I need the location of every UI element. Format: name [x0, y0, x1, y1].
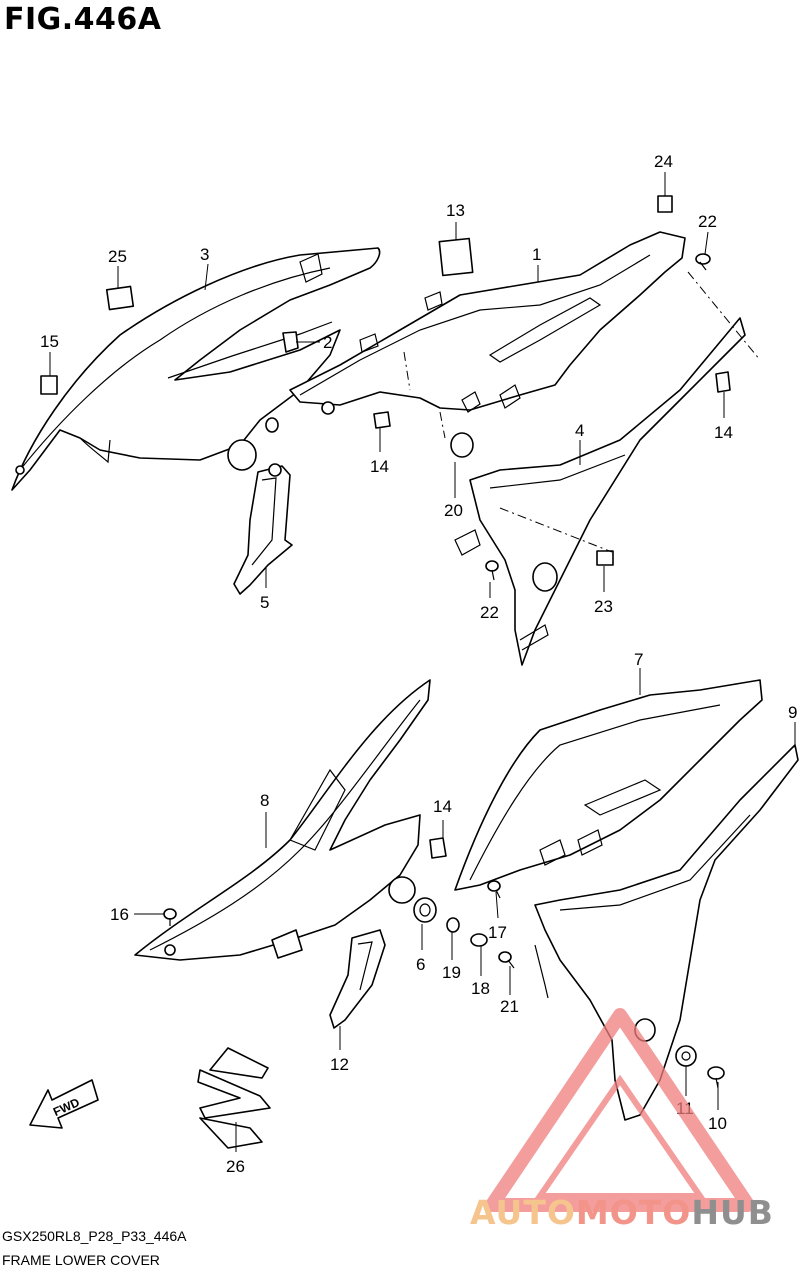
- callout-8: 8: [260, 791, 269, 810]
- watermark-hub: HUB: [691, 1193, 774, 1232]
- callout-17: 17: [488, 923, 507, 942]
- callout-20: 20: [444, 501, 463, 520]
- part-24-pad: [657, 195, 673, 213]
- part-21-screw: [498, 951, 515, 969]
- callout-14c: 14: [433, 797, 452, 816]
- watermark-auto: AUTO: [470, 1193, 576, 1232]
- part-2-clip: [282, 331, 299, 353]
- watermark-logo-icon: [485, 1008, 755, 1212]
- part-14-clip-b: [715, 371, 731, 393]
- part-22-screw-a: [695, 253, 711, 271]
- callout-9: 9: [788, 703, 797, 722]
- callout-labels: 1 2 3 4 5 6 7 8 9 10 11 12 13 14 14 14 1…: [40, 152, 797, 1176]
- part-22-screw-b: [485, 560, 499, 581]
- part-23-pad: [596, 550, 614, 566]
- callout-3: 3: [200, 245, 209, 264]
- figure-title: FIG.446A: [4, 2, 162, 37]
- callout-6: 6: [416, 955, 425, 974]
- callout-25: 25: [108, 247, 127, 266]
- callout-2: 2: [323, 333, 332, 352]
- part-4-inner-cover: [454, 317, 746, 666]
- figure-code: GSX250RL8_P28_P33_446A: [2, 1228, 187, 1244]
- part-14-clip-c: [429, 837, 447, 859]
- callout-22a: 22: [698, 212, 717, 231]
- callout-1: 1: [532, 245, 541, 264]
- part-14-clip-a: [373, 411, 391, 429]
- callout-15: 15: [40, 332, 59, 351]
- fwd-arrow-icon: FWD: [29, 1079, 99, 1129]
- leader-lines: [49, 172, 796, 1152]
- part-26-emblem: [197, 1047, 271, 1149]
- part-19-collar: [446, 917, 460, 933]
- part-8-lower-cover: [134, 679, 431, 961]
- callout-21: 21: [500, 997, 519, 1016]
- callout-18: 18: [471, 979, 490, 998]
- callout-12: 12: [330, 1055, 349, 1074]
- part-1-rail-cover: [289, 231, 686, 458]
- part-16-screw: [163, 908, 177, 926]
- part-17-screw: [487, 880, 501, 899]
- part-5-bracket: [233, 463, 293, 595]
- callout-24: 24: [654, 152, 673, 171]
- callout-4: 4: [575, 421, 584, 440]
- part-11-grommet: [675, 1045, 697, 1067]
- callout-5: 5: [260, 593, 269, 612]
- part-10-screw: [707, 1066, 725, 1089]
- part-15-pad: [40, 375, 58, 395]
- callout-7: 7: [634, 650, 643, 669]
- figure-subtitle: FRAME LOWER COVER: [2, 1252, 160, 1268]
- callout-13: 13: [446, 201, 465, 220]
- callout-23: 23: [594, 597, 613, 616]
- watermark-moto: MOTO: [575, 1193, 692, 1232]
- part-7-lower-cover: [454, 679, 763, 891]
- part-9-lower-cover: [534, 744, 799, 1121]
- callout-14b: 14: [714, 423, 733, 442]
- part-12-bracket: [329, 929, 386, 1029]
- part-25-pad: [105, 285, 135, 311]
- part-18-washer: [470, 933, 488, 947]
- callout-26: 26: [226, 1157, 245, 1176]
- callout-16: 16: [110, 905, 129, 924]
- callout-22b: 22: [480, 603, 499, 622]
- part-6-grommet: [413, 897, 437, 923]
- part-13-pad: [438, 237, 474, 277]
- callout-10: 10: [708, 1114, 727, 1133]
- part-3-left-cover: [11, 247, 381, 491]
- callout-19: 19: [442, 963, 461, 982]
- watermark-text: AUTOMOTOHUB: [470, 1193, 774, 1232]
- callout-14a: 14: [370, 457, 389, 476]
